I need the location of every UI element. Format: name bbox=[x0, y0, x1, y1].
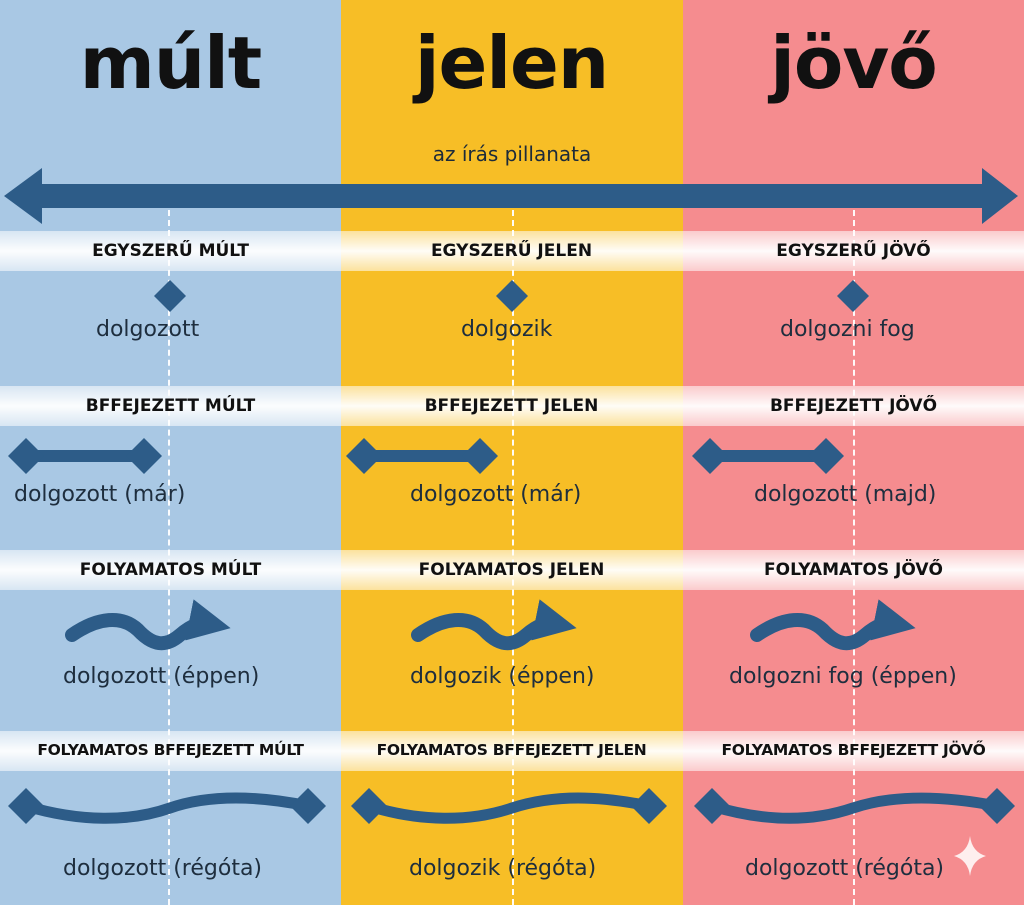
range-bar-icon bbox=[692, 438, 844, 474]
range-bar-icon bbox=[346, 438, 498, 474]
form-perfect-present: dolgozott (már) bbox=[410, 482, 582, 507]
form-continuous-past: dolgozott (éppen) bbox=[63, 664, 260, 689]
form-perfect-future: dolgozott (majd) bbox=[754, 482, 937, 507]
form-perfect-past: dolgozott (már) bbox=[14, 482, 186, 507]
form-continuous-future: dolgozni fog (éppen) bbox=[729, 664, 957, 689]
wavy-double-arrow-icon bbox=[351, 788, 667, 824]
point-diamond-icon bbox=[837, 280, 869, 312]
timeline-arrow bbox=[4, 168, 1018, 224]
label-continuous-future: FOLYAMATOS JÖVŐ bbox=[764, 560, 943, 580]
label-continuous-past: FOLYAMATOS MÚLT bbox=[79, 560, 262, 580]
header-future: jövő bbox=[770, 21, 938, 105]
label-perfect-continuous-present: FOLYAMATOS BFFEJEZETT JELEN bbox=[376, 741, 647, 759]
form-perfect-continuous-future: dolgozott (régóta) bbox=[745, 856, 945, 881]
label-perfect-continuous-future: FOLYAMATOS BFFEJEZETT JÖVŐ bbox=[721, 741, 986, 759]
point-diamond-icon bbox=[154, 280, 186, 312]
moment-label: az írás pillanata bbox=[432, 142, 592, 166]
wavy-arrow-icon bbox=[65, 599, 231, 651]
label-band bbox=[0, 550, 1024, 590]
form-simple-future: dolgozni fog bbox=[780, 317, 915, 342]
sparkle-icon bbox=[954, 836, 986, 876]
label-perfect-continuous-past: FOLYAMATOS BFFEJEZETT MÚLT bbox=[37, 741, 304, 759]
label-perfect-past: BFFEJEZETT MÚLT bbox=[85, 396, 256, 416]
header-past: múlt bbox=[79, 21, 262, 105]
label-band bbox=[0, 731, 1024, 771]
label-perfect-future: BFFEJEZETT JÖVŐ bbox=[769, 396, 938, 416]
label-simple-future: EGYSZERŰ JÖVŐ bbox=[776, 241, 931, 261]
form-continuous-present: dolgozik (éppen) bbox=[410, 664, 595, 689]
label-perfect-present: BFFEJEZETT JELEN bbox=[424, 396, 599, 416]
form-simple-present: dolgozik bbox=[461, 317, 553, 342]
wavy-double-arrow-icon bbox=[8, 788, 326, 824]
header-present: jelen bbox=[414, 21, 609, 105]
range-bar-icon bbox=[8, 438, 162, 474]
wavy-arrow-icon bbox=[750, 599, 916, 651]
wavy-arrow-icon bbox=[411, 599, 577, 651]
label-band bbox=[0, 386, 1024, 426]
wavy-double-arrow-icon bbox=[694, 788, 1015, 824]
label-simple-past: EGYSZERŰ MÚLT bbox=[92, 241, 249, 261]
label-band bbox=[0, 231, 1024, 271]
form-perfect-continuous-past: dolgozott (régóta) bbox=[63, 856, 263, 881]
label-simple-present: EGYSZERŰ JELEN bbox=[430, 241, 593, 261]
form-perfect-continuous-present: dolgozik (régóta) bbox=[409, 856, 597, 881]
point-diamond-icon bbox=[496, 280, 528, 312]
label-continuous-present: FOLYAMATOS JELEN bbox=[418, 560, 605, 580]
form-simple-past: dolgozott bbox=[96, 317, 200, 342]
